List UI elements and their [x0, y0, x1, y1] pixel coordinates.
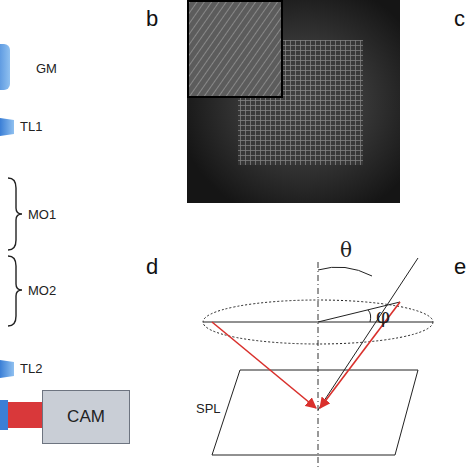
panel-letter: e	[454, 256, 466, 278]
camera-box: CAM	[42, 390, 130, 444]
part-label: GM	[36, 62, 57, 75]
beam	[212, 322, 316, 408]
axis	[318, 262, 319, 470]
part-label: SPL	[196, 402, 221, 415]
angle-symbol: θ	[340, 240, 352, 260]
part-label: MO2	[28, 284, 56, 297]
tube-lens	[0, 360, 14, 378]
microscope-image	[187, 0, 400, 203]
inset	[188, 1, 282, 97]
panel-letter: b	[146, 8, 158, 30]
brace	[8, 256, 22, 326]
phi-arc	[368, 310, 371, 322]
tube-lens	[0, 118, 14, 136]
part-label: MO1	[28, 208, 56, 221]
sample-plane	[212, 370, 418, 455]
polar-line	[318, 258, 418, 410]
panel-letter: c	[454, 8, 465, 30]
angle-symbol: φ	[376, 306, 390, 326]
cone-circle	[203, 300, 433, 344]
brace	[8, 178, 22, 250]
panel-letter: d	[146, 256, 158, 278]
galvo-mirror	[0, 44, 10, 90]
optic	[0, 400, 8, 430]
theta-arc	[318, 267, 372, 276]
node-text: CAM	[67, 407, 105, 427]
part-label: TL1	[20, 120, 42, 133]
beam	[320, 302, 400, 408]
part-label: TL2	[20, 362, 42, 375]
